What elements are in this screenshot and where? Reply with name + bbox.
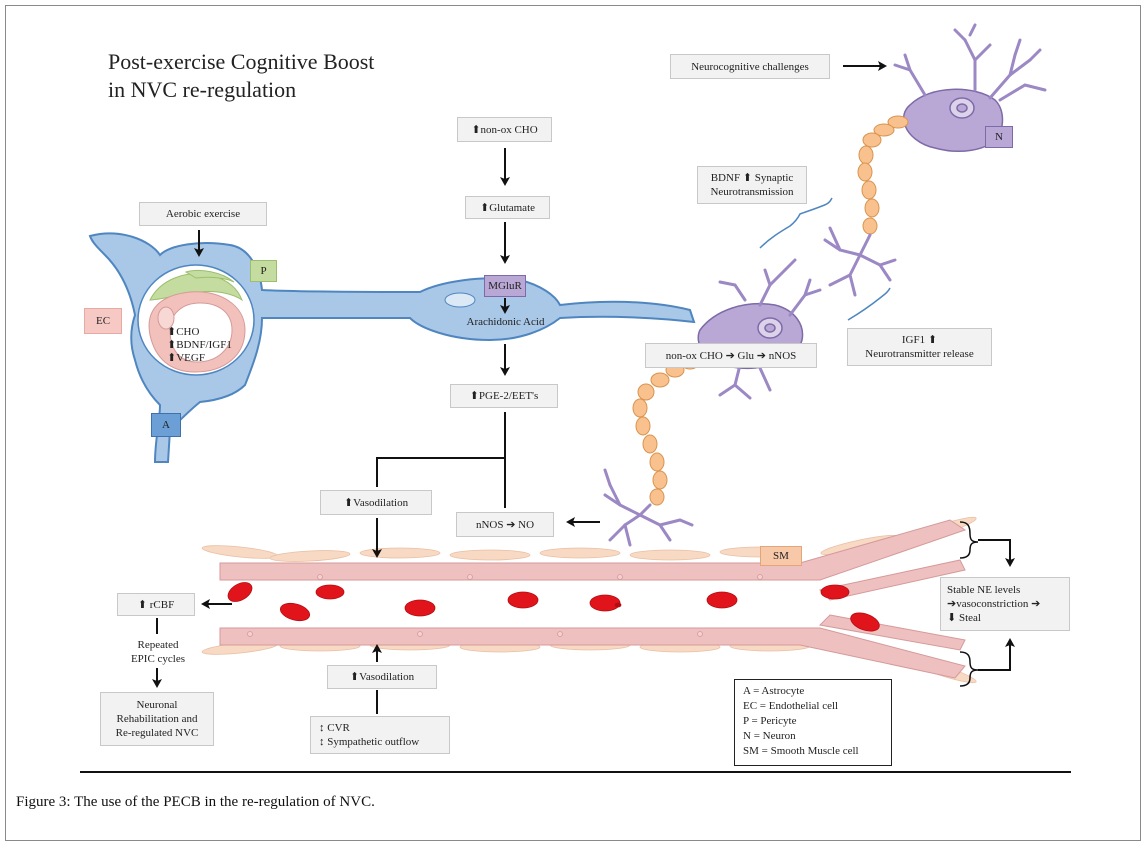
tag-n: N — [985, 126, 1013, 148]
figure-frame — [5, 5, 1141, 841]
neurocognitive-challenges-box: Neurocognitive challenges — [670, 54, 830, 79]
legend-item: EC = Endothelial cell — [743, 700, 839, 712]
caption-divider — [80, 771, 1071, 773]
igf1-box: IGF1 ⬆Neurotransmitter release — [847, 328, 992, 366]
tag-ec: EC — [84, 308, 122, 334]
nnos-no-box: nNOS ➔ NO — [456, 512, 554, 537]
aerobic-exercise-box: Aerobic exercise — [139, 202, 267, 226]
axon-terminal-bottom — [603, 468, 694, 547]
cho-label: ⬆CHO — [167, 326, 200, 338]
bdnf-igf1-label: ⬆BDNF/IGF1 — [167, 339, 232, 351]
axon-middle — [632, 354, 700, 506]
nonox-glu-nnos-box: non-ox CHO ➔ Glu ➔ nNOS — [645, 343, 817, 368]
caption-text: The use of the PECB in the re-regulation… — [70, 794, 375, 810]
legend-box: A = Astrocyte EC = Endothelial cell P = … — [734, 679, 892, 766]
stable-ne-box: Stable NE levels➔vasoconstriction ➔⬇ Ste… — [940, 577, 1070, 631]
smooth-muscle-cells — [201, 516, 977, 684]
glutamate-box: ⬆Glutamate — [465, 196, 550, 219]
axon-terminal-top — [823, 226, 897, 297]
pge2-box: ⬆PGE-2/EET's — [450, 384, 558, 408]
neuron-top — [893, 23, 1047, 153]
vasodilation-bottom-box: ⬆Vasodilation — [327, 665, 437, 689]
legend-item: N = Neuron — [743, 730, 796, 742]
legend-item: P = Pericyte — [743, 715, 797, 727]
tag-p: P — [250, 260, 277, 282]
red-blood-cells — [227, 582, 880, 632]
figure-caption: Figure 3: The use of the PECB in the re-… — [16, 794, 375, 811]
caption-label: Figure 3: — [16, 794, 71, 810]
arrows — [152, 61, 1015, 714]
cvr-box: ↕ CVR↕ Sympathetic outflow — [310, 716, 450, 754]
mgluR-box: MGluR — [484, 275, 526, 297]
legend-item: A = Astrocyte — [743, 685, 805, 697]
legend-item: SM = Smooth Muscle cell — [743, 745, 859, 757]
title-line-2: in NVC re-regulation — [108, 77, 297, 102]
tag-a: A — [151, 413, 181, 437]
braces — [759, 197, 891, 321]
nonox-cho-box: ⬆non-ox CHO — [457, 117, 552, 142]
blood-vessel — [201, 516, 977, 684]
axon-top — [857, 115, 909, 235]
vasodilation-top-box: ⬆Vasodilation — [320, 490, 432, 515]
rcbf-box: ⬆ rCBF — [117, 593, 195, 616]
neuron-middle — [697, 258, 822, 400]
figure-title: Post-exercise Cognitive Boost in NVC re-… — [108, 48, 374, 104]
arachidonic-acid-label: Arachidonic Acid — [466, 316, 545, 328]
tag-sm: SM — [760, 546, 802, 566]
vegf-label: ⬆VEGF — [167, 352, 205, 364]
title-line-1: Post-exercise Cognitive Boost — [108, 49, 375, 74]
capillary-cross-section — [137, 264, 255, 376]
